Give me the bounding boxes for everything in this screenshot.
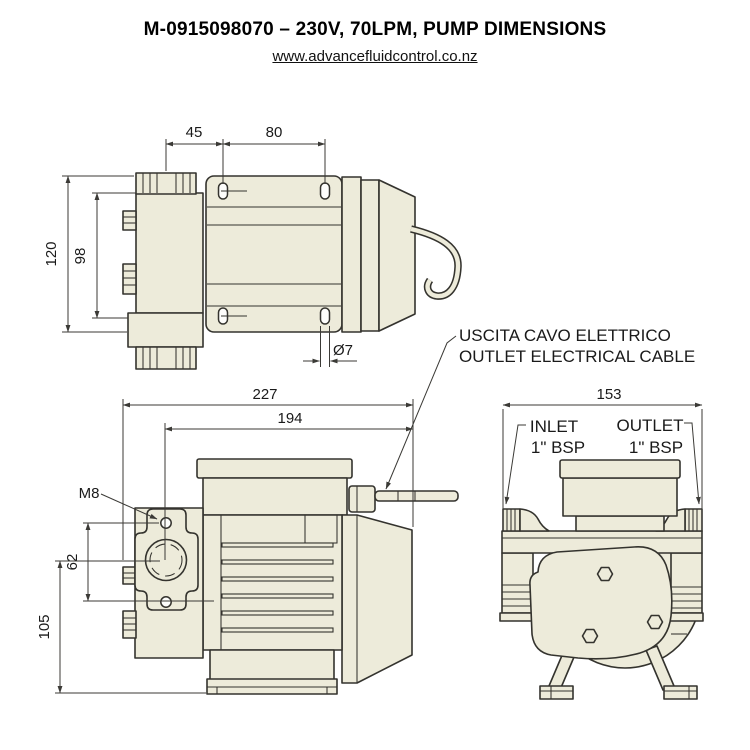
cable-rod [374,490,459,502]
motor-band [341,176,362,333]
terminal-box [202,477,348,516]
mounting-slot [319,182,331,200]
dim-120: 120 [43,241,60,266]
foot [663,685,698,700]
dim-105: 105 [36,614,53,639]
flange-bolt-hole [160,517,172,529]
hex-bolt [646,614,664,630]
dim-m8-thread: M8 [79,485,100,502]
pump-head-top [135,192,204,314]
terminal-box-cap [196,458,353,479]
terminal-box-end [562,477,678,517]
dim-194: 194 [277,410,302,427]
page-title: M-0915098070 – 230V, 70LPM, PUMP DIMENSI… [143,19,607,40]
foot [539,685,574,700]
hex-bolt [596,566,614,582]
flange-bolt-hole [160,596,172,608]
cable-gland [348,485,376,513]
dim-hole-diameter: Ø7 [333,342,353,359]
port-top [135,172,197,195]
inlet-size: 1" BSP [531,438,585,457]
side-view: 227 194 M8 62 105 USCITA CAVO ELETTRICO … [36,326,695,695]
motor-base [209,649,335,681]
pump-cover [529,546,673,660]
cooling-fins [221,542,334,633]
outlet-label: OUTLET [616,416,683,435]
dim-80: 80 [266,124,283,141]
dim-62: 62 [64,554,81,571]
dim-153: 153 [596,386,621,403]
dim-98: 98 [72,248,89,265]
hex-bolt [581,628,599,644]
motor-end-cap-side [341,514,413,684]
mounting-slot [319,307,331,325]
port-bottom [135,346,197,370]
cable-label-line2: OUTLET ELECTRICAL CABLE [459,347,695,366]
cable-label-line1: USCITA CAVO ELETTRICO [459,326,671,345]
top-view-dimensions: 45 80 120 98 Ø7 [43,124,357,367]
pump-port-bore [144,538,188,582]
outlet-size: 1" BSP [629,438,683,457]
dim-227: 227 [252,386,277,403]
inlet-label: INLET [530,417,578,436]
top-view: 45 80 120 98 Ø7 [43,124,462,370]
website-link: www.advancefluidcontrol.co.nz [272,48,478,65]
side-view-dimensions: 227 194 M8 62 105 USCITA CAVO ELETTRICO … [36,326,695,694]
end-view-dimensions: 153 INLET 1" BSP OUTLET 1" BSP [502,386,703,530]
drawing-header: M-0915098070 – 230V, 70LPM, PUMP DIMENSI… [0,0,750,65]
dim-45: 45 [186,124,203,141]
motor-end-cap-top [378,179,416,332]
end-view: 153 INLET 1" BSP OUTLET 1" BSP [499,386,704,700]
